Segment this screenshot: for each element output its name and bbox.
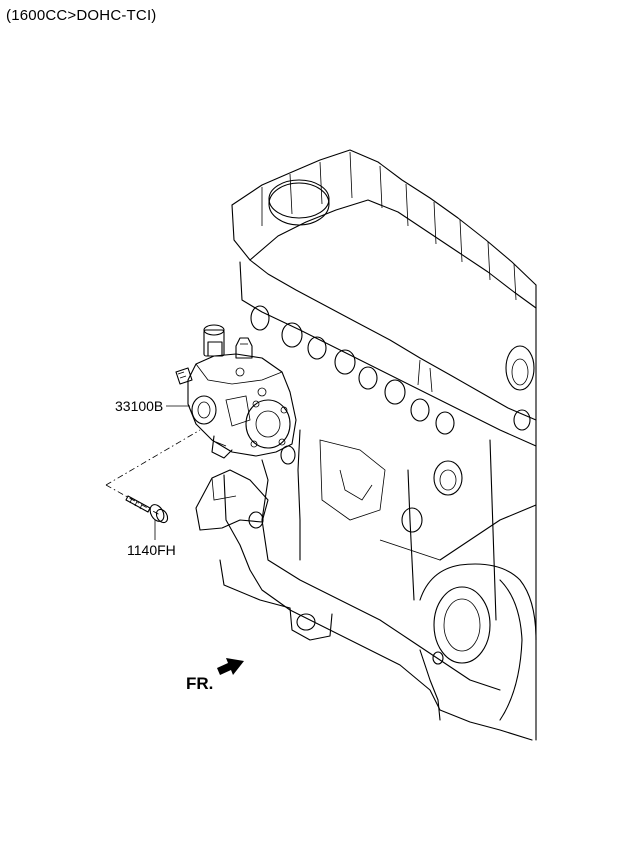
fuel-pump-drawing [175,324,297,459]
engine-spec-label: (1600CC>DOHC-TCI) [6,7,157,24]
bolt-part-number[interactable]: 1140FH [127,542,176,558]
flange-bolt-drawing [125,495,169,524]
engine-block-drawing [195,149,537,741]
bolt-axis-line [105,484,161,516]
pump-part-number[interactable]: 33100B [115,398,164,414]
front-direction-label: FR. [186,674,214,693]
pump-mount-axis-line [105,429,201,486]
forward-arrow-icon [217,658,244,675]
